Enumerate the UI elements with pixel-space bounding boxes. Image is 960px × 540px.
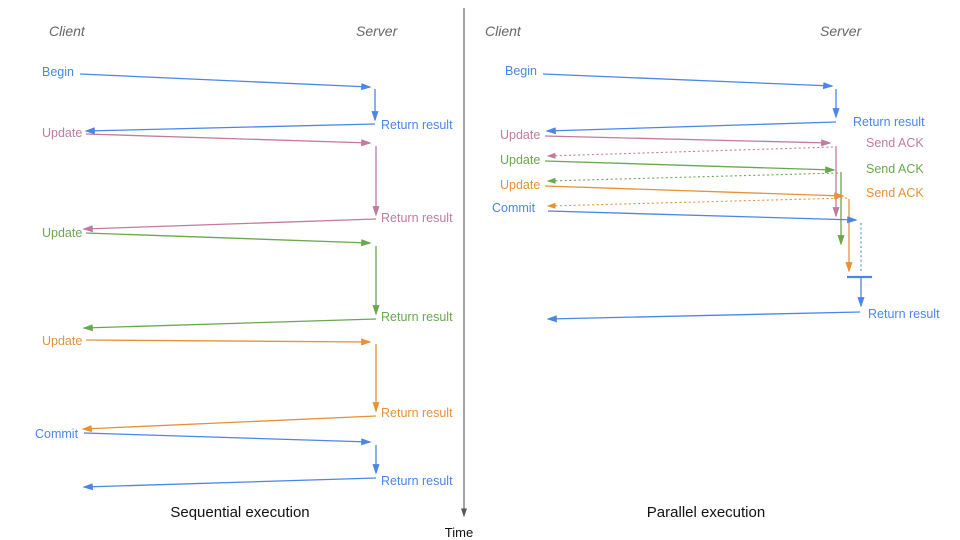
par-update2-label: Update xyxy=(500,153,540,167)
seq-commit-label: Commit xyxy=(35,427,79,441)
seq-update1-label: Update xyxy=(42,126,82,140)
par-update3-ack-label: Send ACK xyxy=(866,186,924,200)
par-update3-label: Update xyxy=(500,178,540,192)
par-update2-ack-arrow xyxy=(546,172,839,184)
par-begin-label: Begin xyxy=(505,64,537,78)
seq-update1-result-label: Return result xyxy=(381,211,453,225)
seq-update1-return-arrow xyxy=(82,218,377,233)
par-update1-request-arrow xyxy=(544,135,832,147)
seq-begin-label: Begin xyxy=(42,65,74,79)
seq-commit-return-arrow xyxy=(82,477,377,491)
seq-commit-request-arrow xyxy=(83,432,372,446)
seq-begin-return-arrow xyxy=(84,123,376,135)
par-update1-label: Update xyxy=(500,128,540,142)
par-update1-ack-arrow xyxy=(546,146,834,159)
par-commit-request-arrow xyxy=(547,210,858,224)
seq-begin-request-arrow xyxy=(79,73,372,91)
seq-update2-request-arrow xyxy=(85,232,372,247)
par-commit-label: Commit xyxy=(492,201,536,215)
seq-update2-return-arrow xyxy=(82,318,377,332)
par-server-label: Server xyxy=(820,23,863,39)
par-commit-return-arrow xyxy=(546,311,861,323)
seq-update1-request-arrow xyxy=(85,133,372,147)
seq-update3-label: Update xyxy=(42,334,82,348)
seq-client-label: Client xyxy=(49,23,86,39)
par-update3-ack-arrow xyxy=(546,197,848,209)
par-update2-request-arrow xyxy=(544,160,836,174)
seq-update3-return-arrow xyxy=(81,415,377,433)
par-begin-request-arrow xyxy=(542,73,834,90)
seq-caption: Sequential execution xyxy=(170,504,309,521)
seq-update2-label: Update xyxy=(42,226,82,240)
par-client-label: Client xyxy=(485,23,522,39)
seq-update3-request-arrow xyxy=(85,338,372,346)
par-update1-ack-label: Send ACK xyxy=(866,136,924,150)
time-axis-label: Time xyxy=(445,525,473,540)
par-commit-result-label: Return result xyxy=(868,307,940,321)
seq-commit-result-label: Return result xyxy=(381,474,453,488)
par-begin-result-label: Return result xyxy=(853,115,925,129)
seq-server-label: Server xyxy=(356,23,399,39)
seq-begin-result-label: Return result xyxy=(381,118,453,132)
par-caption: Parallel execution xyxy=(647,504,765,521)
seq-update2-result-label: Return result xyxy=(381,310,453,324)
seq-update3-result-label: Return result xyxy=(381,406,453,420)
par-begin-return-arrow xyxy=(545,121,837,135)
par-update3-request-arrow xyxy=(544,185,845,200)
par-update2-ack-label: Send ACK xyxy=(866,162,924,176)
